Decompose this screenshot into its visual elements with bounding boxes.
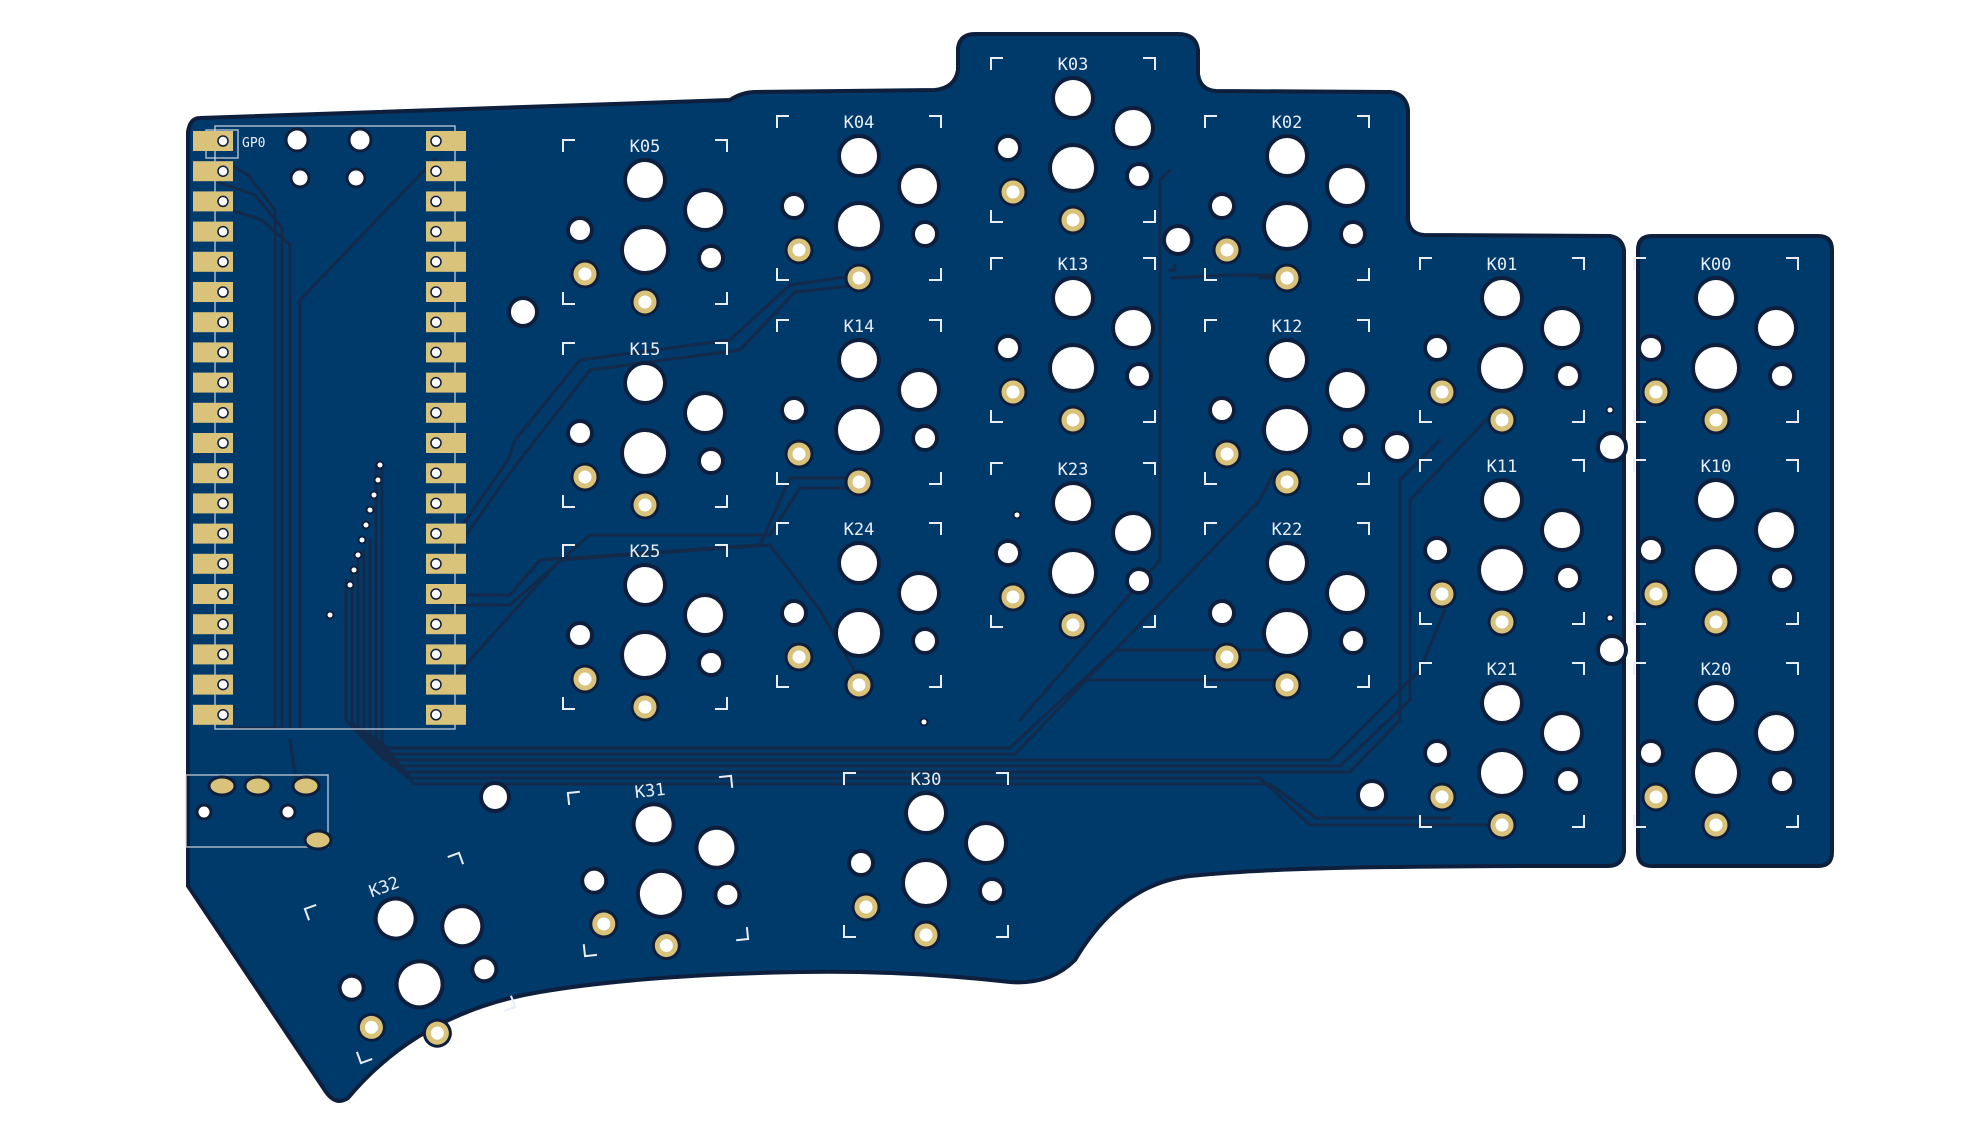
switch-k05: K05 bbox=[562, 137, 728, 317]
switch-label: K02 bbox=[1272, 113, 1303, 133]
switch-label: K21 bbox=[1487, 660, 1518, 680]
switch-k23: K23 bbox=[990, 460, 1156, 640]
mounting-hole bbox=[1162, 224, 1194, 256]
mounting-hole bbox=[1596, 431, 1628, 463]
switch-k03: K03 bbox=[990, 55, 1156, 235]
switch-label: K11 bbox=[1487, 457, 1518, 477]
switch-k02: K02 bbox=[1204, 113, 1370, 293]
switch-label: K05 bbox=[630, 137, 661, 157]
switch-k32: K32 bbox=[303, 851, 517, 1065]
mounting-hole bbox=[1596, 634, 1628, 666]
switch-k01: K01 bbox=[1419, 255, 1585, 435]
switch-label: K13 bbox=[1058, 255, 1089, 275]
switch-footprints: K00K01K02K03K04K05K10K11K12K13K14K15K20K… bbox=[303, 55, 1799, 1065]
mounting-hole bbox=[479, 781, 511, 813]
switch-k12: K12 bbox=[1204, 317, 1370, 497]
switch-label: K10 bbox=[1701, 457, 1732, 477]
mcu-pads-left bbox=[193, 131, 233, 725]
switch-k10: K10 bbox=[1633, 457, 1799, 637]
breakaway-perforations bbox=[1626, 259, 1636, 839]
switch-k00: K00 bbox=[1633, 255, 1799, 435]
switch-label: K00 bbox=[1701, 255, 1732, 275]
connector-footprint bbox=[185, 774, 333, 851]
mounting-hole bbox=[507, 296, 539, 328]
switch-k20: K20 bbox=[1633, 660, 1799, 840]
mounting-hole bbox=[1356, 779, 1388, 811]
switch-k13: K13 bbox=[990, 255, 1156, 435]
vias bbox=[325, 405, 1615, 727]
mounting-hole bbox=[1381, 431, 1413, 463]
switch-label: K31 bbox=[634, 780, 667, 803]
switch-label: K14 bbox=[844, 317, 875, 337]
mounting-holes bbox=[479, 224, 1628, 813]
switch-label: K15 bbox=[630, 340, 661, 360]
switch-label: K23 bbox=[1058, 460, 1089, 480]
switch-k14: K14 bbox=[776, 317, 942, 497]
switch-k31: K31 bbox=[566, 774, 750, 961]
mcu-label: GP0 bbox=[242, 136, 265, 151]
switch-k22: K22 bbox=[1204, 520, 1370, 700]
mcu-pads-right bbox=[426, 131, 466, 725]
switch-label: K04 bbox=[844, 113, 875, 133]
switch-label: K03 bbox=[1058, 55, 1089, 75]
pcb-outline-main bbox=[186, 32, 1626, 1103]
switch-k04: K04 bbox=[776, 113, 942, 293]
switch-label: K12 bbox=[1272, 317, 1303, 337]
switch-label: K25 bbox=[630, 542, 661, 562]
switch-k30: K30 bbox=[843, 770, 1009, 950]
switch-k24: K24 bbox=[776, 520, 942, 700]
switch-label: K20 bbox=[1701, 660, 1732, 680]
switch-k21: K21 bbox=[1419, 660, 1585, 840]
mcu-footprint: GP0 bbox=[193, 125, 466, 730]
switch-k25: K25 bbox=[562, 542, 728, 722]
switch-label: K01 bbox=[1487, 255, 1518, 275]
switch-label: K22 bbox=[1272, 520, 1303, 540]
switch-label: K24 bbox=[844, 520, 875, 540]
pcb-outline-right-column bbox=[1636, 234, 1834, 868]
switch-k15: K15 bbox=[562, 340, 728, 520]
switch-label: K30 bbox=[911, 770, 942, 790]
switch-k11: K11 bbox=[1419, 457, 1585, 637]
copper-traces bbox=[216, 156, 1502, 827]
